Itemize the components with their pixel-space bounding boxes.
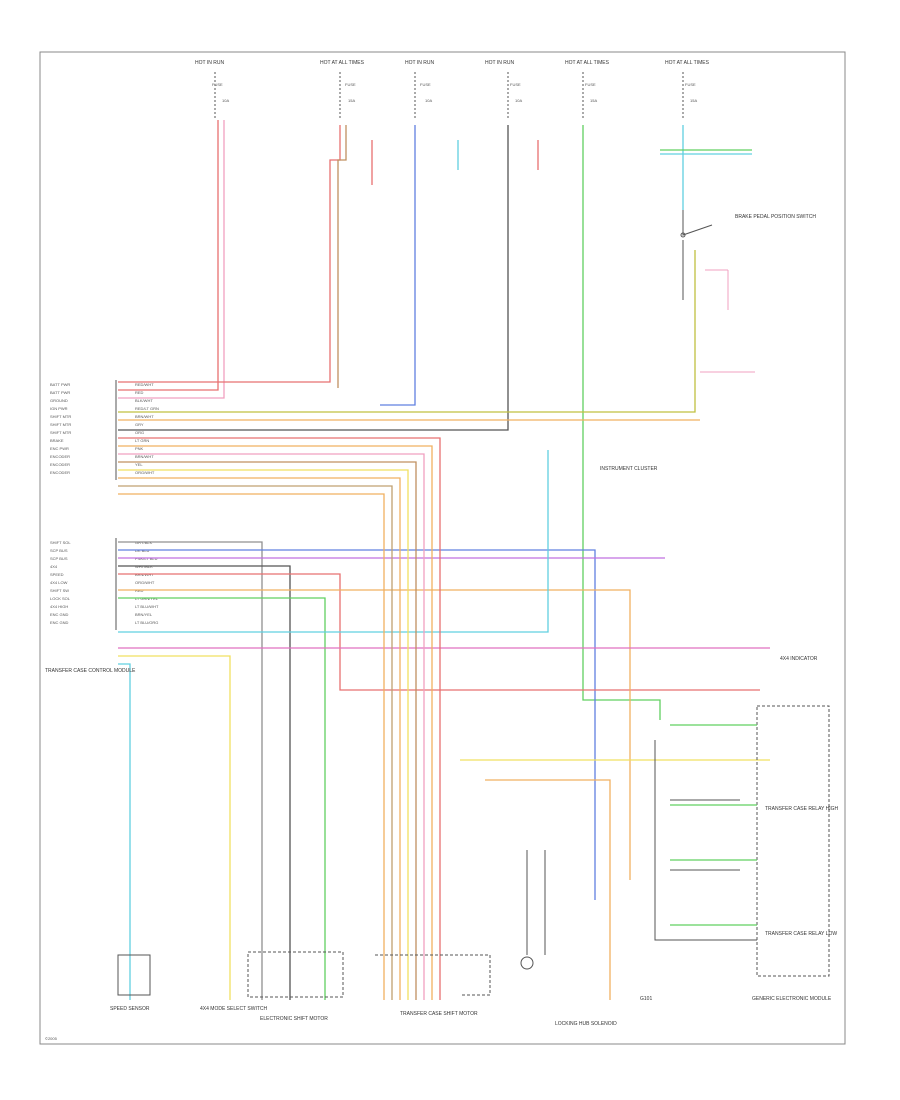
fuse-5-rating: 15A xyxy=(590,98,597,103)
module-b-pin-name: LOCK SOL xyxy=(50,596,71,601)
footer-text: ©2005 xyxy=(45,1036,58,1041)
module-b-pin-color: BRN/YEL xyxy=(135,612,153,617)
module-label: TRANSFER CASE CONTROL MODULE xyxy=(45,668,136,674)
gem-label: GENERIC ELECTRONIC MODULE xyxy=(752,996,832,1002)
relay-wires xyxy=(670,724,757,926)
hub-module-label: 4X4 INDICATOR xyxy=(780,656,818,662)
module-a-pin-color: YEL xyxy=(135,462,143,467)
module-b-pin-name: 4X4 LOW xyxy=(50,580,68,585)
fuse-1-name: FUSE xyxy=(212,82,223,87)
fuse-4-rating: 10A xyxy=(515,98,522,103)
fuse-4-name: FUSE xyxy=(510,82,521,87)
fuse-drops xyxy=(214,72,684,120)
module-a-pin-color: BRN/WHT xyxy=(135,414,154,419)
relay-low-label: TRANSFER CASE RELAY LOW xyxy=(765,931,837,937)
module-b-pin-name: 4X4 HIGH xyxy=(50,604,68,609)
module-b-pin-name: SCP BUS xyxy=(50,556,68,561)
brake-switch-label: BRAKE PEDAL POSITION SWITCH xyxy=(735,214,816,220)
module-b-pin-name: SHIFT SOL xyxy=(50,540,71,545)
fuse-6-rating: 15A xyxy=(690,98,697,103)
module-a-pin-name: ENC PWR xyxy=(50,446,69,451)
module-a-pin-color: RED/WHT xyxy=(135,382,154,387)
main-wires xyxy=(118,120,700,720)
speed-sensor-box xyxy=(117,954,151,996)
module-a-pin-color: LT GRN xyxy=(135,438,149,443)
gem-connector xyxy=(660,149,752,155)
brake-switch xyxy=(680,210,755,373)
cluster-label: INSTRUMENT CLUSTER xyxy=(600,466,658,472)
tc-motor-label: TRANSFER CASE SHIFT MOTOR xyxy=(400,1011,478,1017)
module-a-pin-color: RED xyxy=(135,390,144,395)
speed-sensor-label: SPEED SENSOR xyxy=(110,1006,150,1012)
fuse-1-rating: 10A xyxy=(222,98,229,103)
relay-box xyxy=(654,705,830,977)
fuse-3-rating: 10A xyxy=(425,98,432,103)
module-a-pin-color: ORG xyxy=(135,430,144,435)
module-a-pin-color: GRY xyxy=(135,422,144,427)
module-a-pin-color: BRN/WHT xyxy=(135,454,154,459)
module-a-pin-name: SHIFT MTR xyxy=(50,414,71,419)
module-b-pin-name: 4X4 xyxy=(50,564,58,569)
solenoid-label: LOCKING HUB SOLENOID xyxy=(555,1021,617,1027)
fuse-1-title: HOT IN RUN xyxy=(195,60,224,66)
shift-motor-box xyxy=(247,951,344,998)
module-a-pin-name: SHIFT MTR xyxy=(50,430,71,435)
module-a-pin-name: ENCODER xyxy=(50,454,70,459)
module-a-pin-name: BRAKE xyxy=(50,438,64,443)
relay-high-label: TRANSFER CASE RELAY HIGH xyxy=(765,806,839,812)
module-b-pin-color: LT BLU/WHT xyxy=(135,604,159,609)
pin-b-wires xyxy=(118,450,770,1000)
fuse-3-name: FUSE xyxy=(420,82,431,87)
module-b-pin-name: SCP BUS xyxy=(50,548,68,553)
fuse-6-name: FUSE xyxy=(685,82,696,87)
fuse-5-title: HOT AT ALL TIMES xyxy=(565,60,610,66)
fuse-group: HOT IN RUN FUSE 10A HOT AT ALL TIMES FUS… xyxy=(195,60,710,103)
module-pins-a: BATT PWR RED/WHT BATT PWR RED GROUND BLK/WHT I… xyxy=(50,380,159,480)
fuse-5-name: FUSE xyxy=(585,82,596,87)
module-a-pin-color: PNK xyxy=(135,446,144,451)
fuse-3-title: HOT IN RUN xyxy=(405,60,434,66)
module-a-pin-name: ENCODER xyxy=(50,462,70,467)
fuse-2-title: HOT AT ALL TIMES xyxy=(320,60,365,66)
tc-wires xyxy=(118,437,770,1000)
ground-label: G101 xyxy=(640,996,652,1002)
fuse-6-title: HOT AT ALL TIMES xyxy=(665,60,710,66)
module-a-pin-name: SHIFT MTR xyxy=(50,422,71,427)
module-b-pin-name: ENC GND xyxy=(50,612,69,617)
module-a-pin-name: GROUND xyxy=(50,398,68,403)
module-a-pin-name: ENCODER xyxy=(50,470,70,475)
shift-motor-label: ELECTRONIC SHIFT MOTOR xyxy=(260,1016,328,1022)
module-a-pin-name: IGN PWR xyxy=(50,406,68,411)
module-a-pin-name: BATT PWR xyxy=(50,382,70,387)
fuse-4-title: HOT IN RUN xyxy=(485,60,514,66)
mode-switch-label: 4X4 MODE SELECT SWITCH xyxy=(200,1006,268,1012)
module-b-pin-name: ENC GND xyxy=(50,620,69,625)
diagram-border xyxy=(39,51,846,1045)
module-a-pin-color: ORG/WHT xyxy=(135,470,155,475)
module-a-pin-color: RED/LT GRN xyxy=(135,406,159,411)
module-b-pin-name: SHIFT SW xyxy=(50,588,69,593)
bottom-components xyxy=(117,850,546,998)
module-b-pin-color: ORG/WHT xyxy=(135,580,155,585)
fuse-2-name: FUSE xyxy=(345,82,356,87)
module-b-pin-color: LT BLU/ORG xyxy=(135,620,158,625)
module-b-pin-name: SPEED xyxy=(50,572,64,577)
module-a-pin-name: BATT PWR xyxy=(50,390,70,395)
module-a-pin-color: BLK/WHT xyxy=(135,398,153,403)
fuse-2-rating: 15A xyxy=(348,98,355,103)
